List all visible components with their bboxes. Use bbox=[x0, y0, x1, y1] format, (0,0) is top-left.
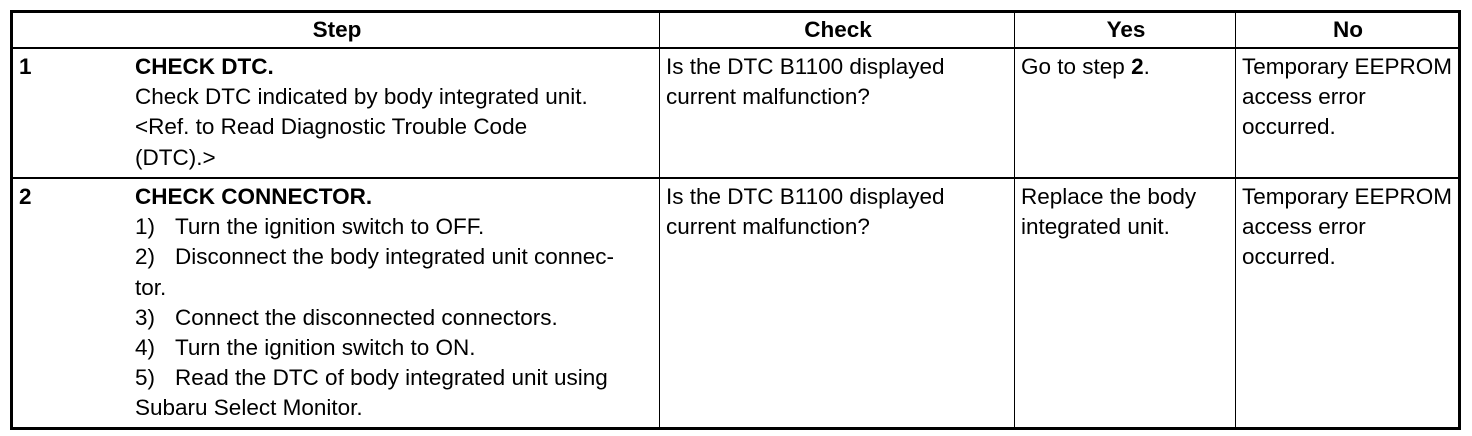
header-check: Check bbox=[659, 11, 1015, 49]
substep-text: Read the DTC of body integrated unit usi… bbox=[175, 365, 608, 391]
yes-cell: Replace the body integrated unit. bbox=[1014, 177, 1236, 429]
substep-list: 1) Turn the ignition switch to OFF. 2) Dis… bbox=[19, 212, 655, 423]
table-row: 2 CHECK CONNECTOR. 1) Turn the ignition s… bbox=[11, 177, 1460, 429]
header-yes: Yes bbox=[1014, 11, 1236, 49]
yes-step-link[interactable]: 2 bbox=[1131, 54, 1144, 79]
yes-cell: Go to step 2. bbox=[1014, 47, 1236, 179]
substep-number: 1) bbox=[135, 214, 156, 240]
step-number: 2 bbox=[19, 184, 32, 209]
step-number: 1 bbox=[19, 54, 32, 79]
no-cell: Temporary EEPROM access error occurred. bbox=[1235, 177, 1460, 429]
substep-text: tor. bbox=[135, 274, 167, 300]
no-cell: Temporary EEPROM access error occurred. bbox=[1235, 47, 1460, 179]
step-reference-link-cont[interactable]: (DTC).> bbox=[135, 144, 216, 170]
check-cell: Is the DTC B1100 displayed current malfu… bbox=[659, 177, 1015, 429]
step-text-line: Check DTC indicated by body integrated u… bbox=[135, 84, 588, 110]
substep-item: 1) Turn the ignition switch to OFF. bbox=[19, 212, 655, 242]
step-title: CHECK DTC. bbox=[135, 54, 274, 79]
header-no: No bbox=[1235, 11, 1460, 49]
check-cell: Is the DTC B1100 displayed current malfu… bbox=[659, 47, 1015, 179]
step-title: CHECK CONNECTOR. bbox=[135, 184, 373, 209]
substep-text: Turn the ignition switch to OFF. bbox=[175, 214, 485, 240]
step-body: CHECK DTC. Check DTC indicated by body i… bbox=[135, 52, 655, 173]
substep-number: 4) bbox=[135, 335, 156, 361]
step-body: CHECK CONNECTOR. bbox=[135, 182, 655, 212]
header-step: Step bbox=[11, 11, 660, 49]
yes-prefix: Go to step bbox=[1021, 54, 1132, 79]
header-row: Step Check Yes No bbox=[11, 11, 1460, 49]
table-row: 1 CHECK DTC. Check DTC indicated by body… bbox=[11, 47, 1460, 179]
yes-suffix: . bbox=[1143, 54, 1150, 79]
substep-text: Disconnect the body integrated unit conn… bbox=[175, 244, 615, 270]
substep-item: Subaru Select Monitor. bbox=[19, 393, 655, 423]
substep-text: Connect the disconnected connectors. bbox=[175, 304, 558, 330]
substep-item: 4) Turn the ignition switch to ON. bbox=[19, 333, 655, 363]
step-cell: 2 CHECK CONNECTOR. 1) Turn the ignition s… bbox=[11, 177, 660, 429]
substep-number: 5) bbox=[135, 365, 156, 391]
substep-item: 2) Disconnect the body integrated unit co… bbox=[19, 242, 655, 272]
substep-item: tor. bbox=[19, 273, 655, 303]
substep-text: Turn the ignition switch to ON. bbox=[175, 335, 476, 361]
substep-number: 2) bbox=[135, 244, 156, 270]
step-cell: 1 CHECK DTC. Check DTC indicated by body… bbox=[11, 47, 660, 179]
substep-item: 3) Connect the disconnected connectors. bbox=[19, 303, 655, 333]
diagnostic-table: Step Check Yes No 1 CHECK DTC. Check DTC… bbox=[10, 10, 1461, 430]
substep-text: Subaru Select Monitor. bbox=[135, 395, 363, 421]
diagnostic-page: Step Check Yes No 1 CHECK DTC. Check DTC… bbox=[10, 10, 1461, 430]
step-reference-link[interactable]: <Ref. to Read Diagnostic Trouble Code bbox=[135, 114, 528, 140]
substep-item: 5) Read the DTC of body integrated unit u… bbox=[19, 363, 655, 393]
substep-number: 3) bbox=[135, 304, 156, 330]
